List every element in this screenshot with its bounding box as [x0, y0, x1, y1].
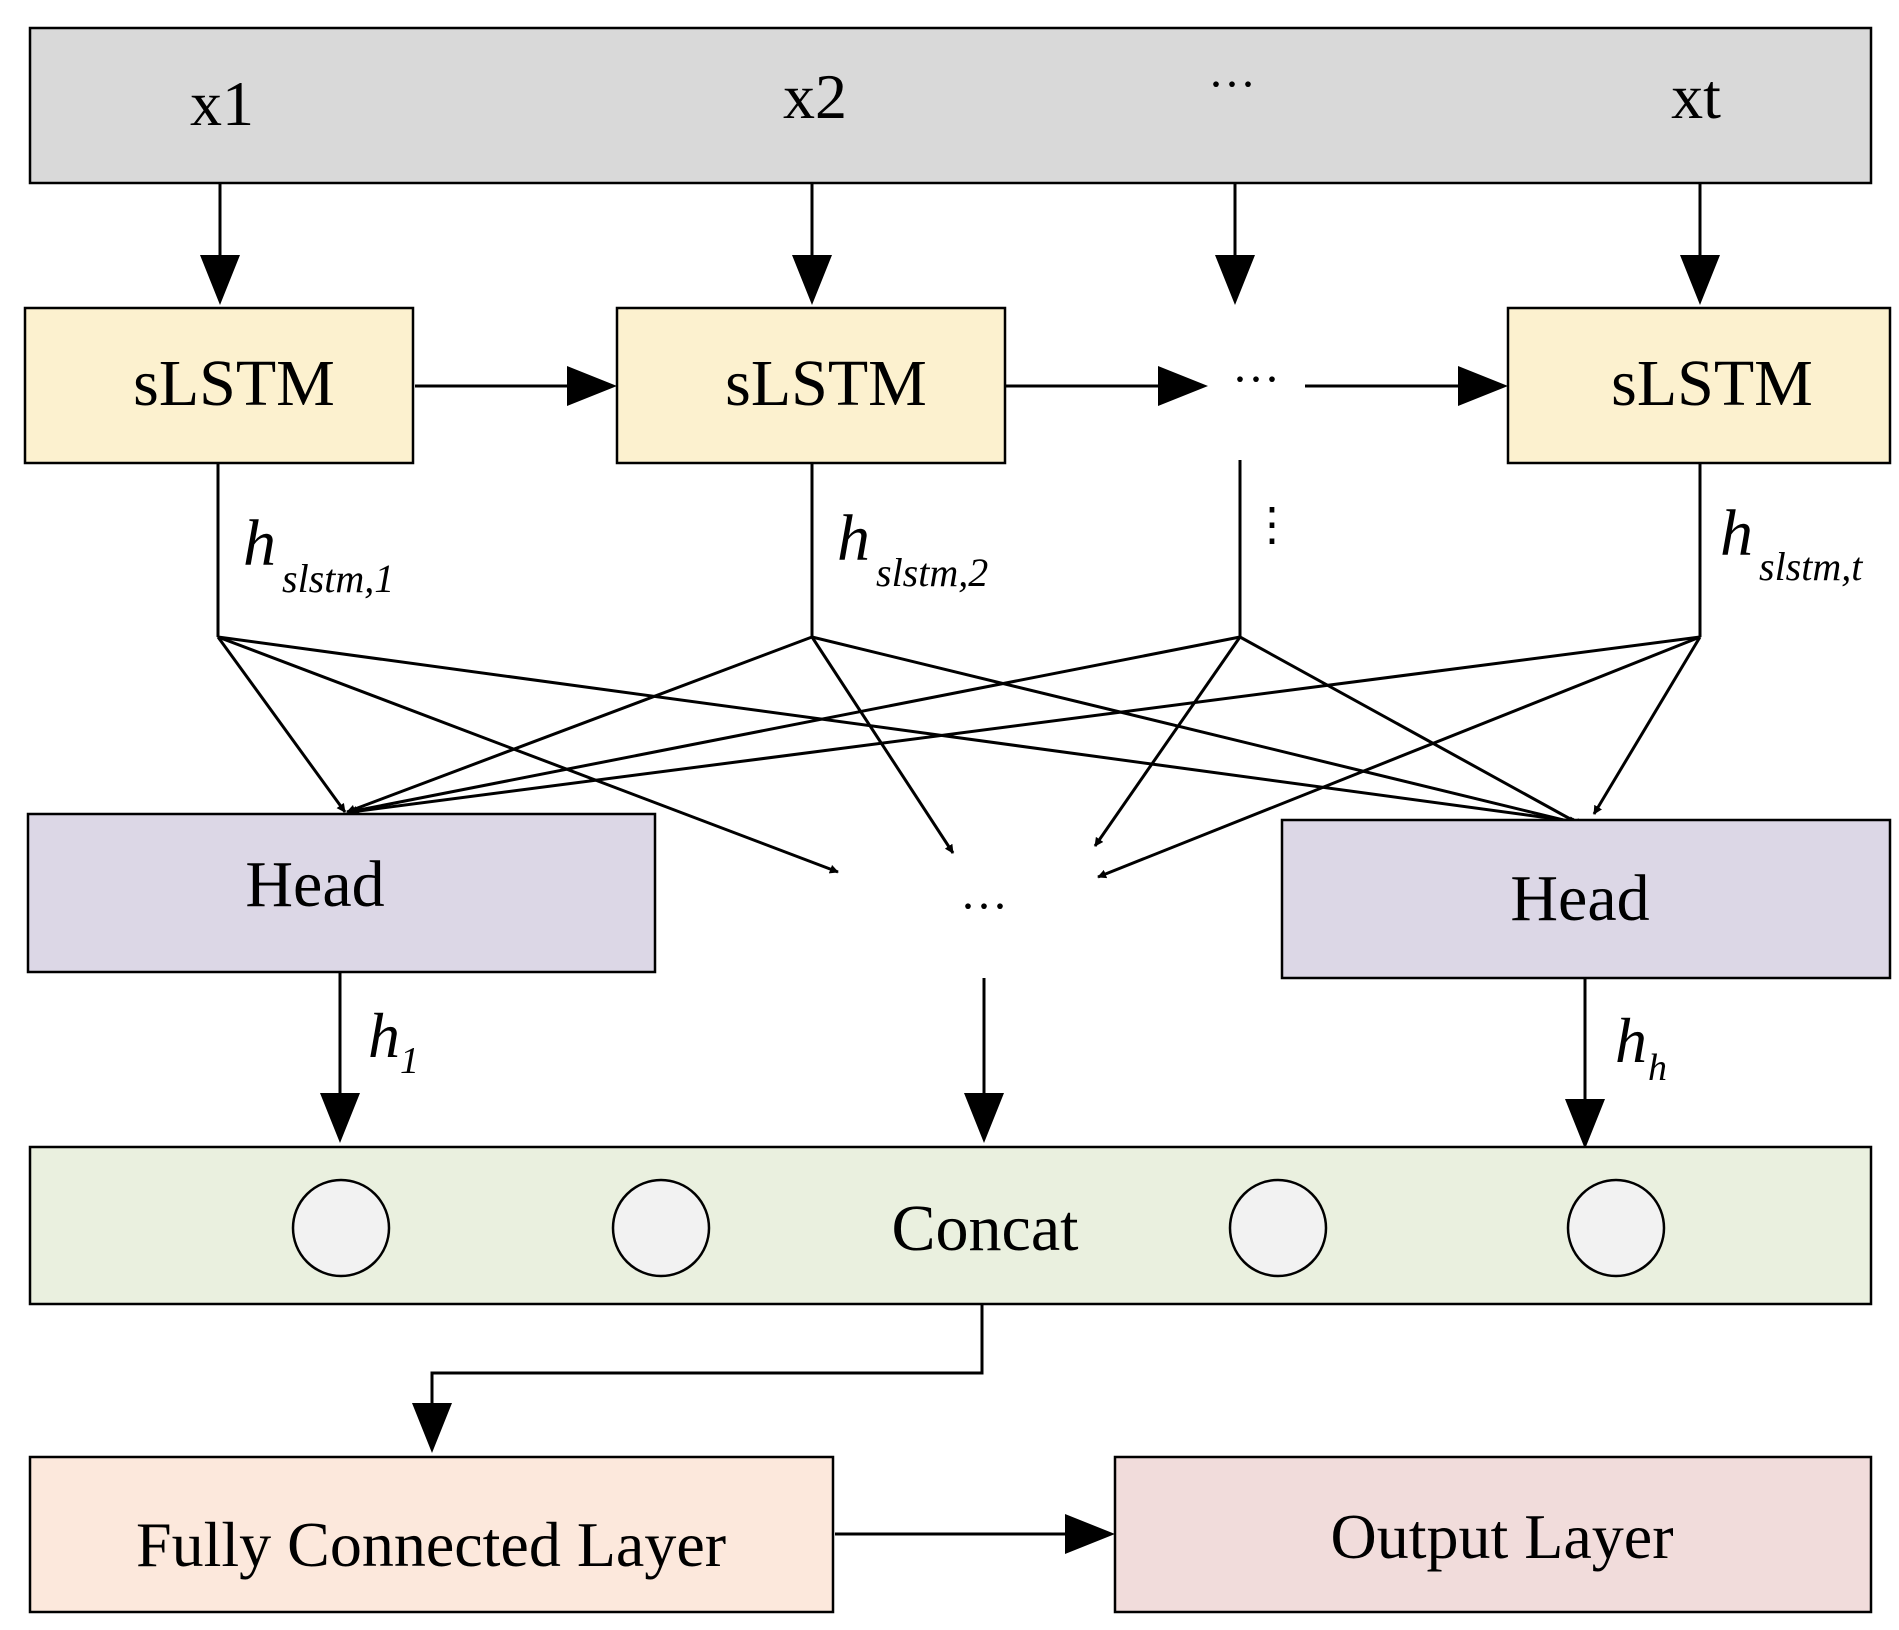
svg-text:slstm,2: slstm,2 [876, 550, 988, 595]
slstm-vertical-dots: ⋮ [1249, 499, 1295, 550]
hidden-label-1: h slstm,1 [243, 507, 394, 601]
attention-head-h [1280, 818, 1892, 980]
head-output-label-1: h 1 [368, 1000, 419, 1082]
input-arrows [200, 183, 1720, 305]
hidden-label-2: h slstm,2 [837, 502, 988, 595]
hidden-label-t: h slstm,t [1720, 497, 1863, 589]
svg-text:h: h [1720, 497, 1753, 570]
slstm-cell-1-label: sLSTM [133, 347, 335, 420]
input-sequence-bar [28, 26, 1873, 185]
concat-to-fc-connector [412, 1304, 984, 1453]
concat-label: Concat [892, 1192, 1079, 1265]
slstm-cell-2-label: sLSTM [725, 347, 927, 420]
svg-text:slstm,t: slstm,t [1759, 544, 1863, 589]
attention-head-h-label: Head [1510, 862, 1649, 935]
concat-node-4 [1566, 1178, 1666, 1278]
svg-text:slstm,1: slstm,1 [282, 556, 394, 601]
hidden-state-lines [216, 460, 1702, 637]
output-layer-label: Output Layer [1331, 1501, 1674, 1572]
svg-text:h: h [243, 507, 276, 580]
concat-node-3 [1228, 1178, 1328, 1278]
concat-node-2 [611, 1178, 711, 1278]
slstm-ellipsis: ··· [1232, 353, 1280, 406]
input-x2-label: x2 [783, 61, 847, 132]
head-output-label-h: h h [1615, 1005, 1667, 1089]
input-xt-label: xt [1671, 61, 1721, 132]
svg-text:h: h [1648, 1047, 1667, 1089]
fully-connected-layer-label: Fully Connected Layer [136, 1509, 726, 1580]
attention-head-1 [26, 812, 657, 974]
head-output-arrows [320, 972, 1605, 1149]
svg-text:h: h [368, 1000, 400, 1071]
svg-text:h: h [1615, 1005, 1647, 1076]
output-layer [1113, 1455, 1873, 1614]
svg-text:1: 1 [400, 1040, 419, 1082]
concat-node-1 [291, 1178, 391, 1278]
attention-fanout-arrows [216, 635, 1702, 879]
input-ellipsis: ··· [1208, 58, 1256, 111]
slstm-cell-t-label: sLSTM [1611, 347, 1813, 420]
attention-head-1-label: Head [245, 848, 384, 921]
heads-ellipsis: ··· [960, 880, 1008, 933]
slstm-cell-t [1506, 306, 1892, 465]
svg-text:h: h [837, 502, 870, 575]
fully-connected-layer [28, 1455, 835, 1614]
input-x1-label: x1 [190, 68, 254, 139]
slstm-cell-1 [23, 306, 415, 465]
